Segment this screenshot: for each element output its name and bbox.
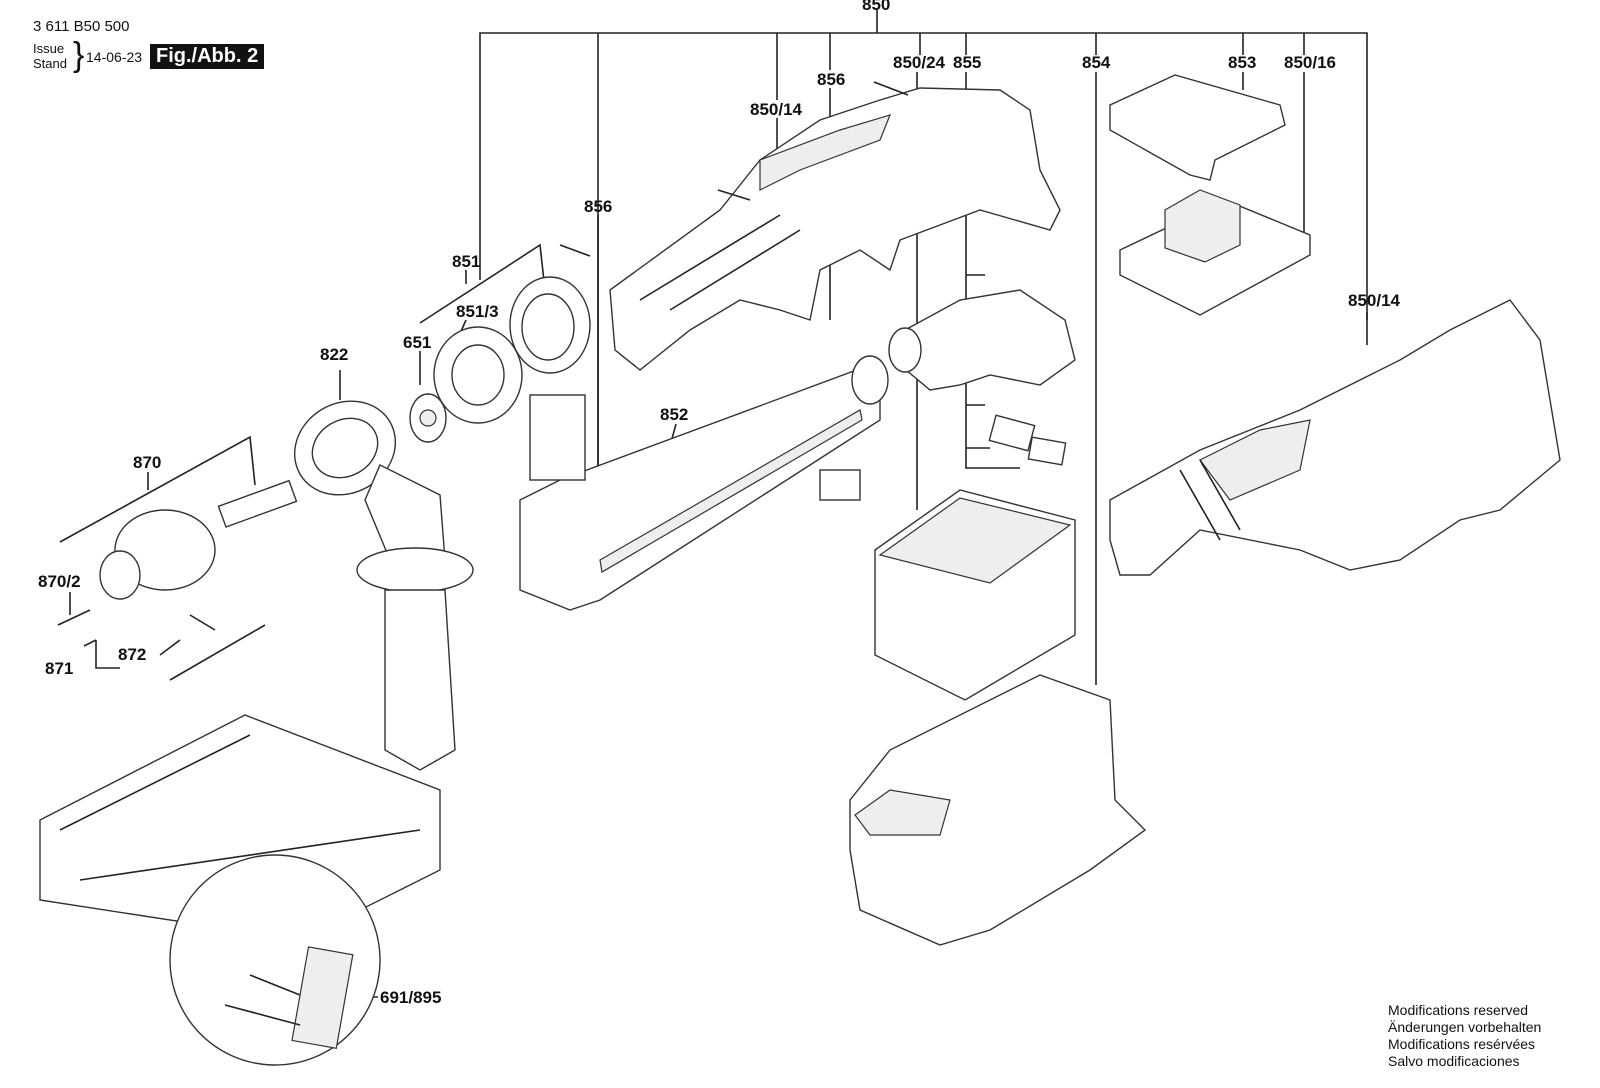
issue-date: 14-06-23 [86,49,143,65]
label-850-16: 850/16 [1284,53,1336,72]
carrying-case [39,714,441,1066]
modifications-notice: Modifications reserved Änderungen vorbeh… [1388,1002,1541,1070]
label-854: 854 [1082,53,1111,72]
label-850-14-right: 850/14 [1348,291,1401,310]
notice-line-de: Änderungen vorbehalten [1388,1019,1542,1035]
label-850-24: 850/24 [893,53,946,72]
label-853: 853 [1228,53,1256,72]
label-651: 651 [403,333,431,352]
label-856-lower: 856 [584,197,612,216]
notice-line-es: Salvo modificaciones [1388,1053,1520,1069]
frame-and-base [1109,74,1311,316]
stand-label: Stand [33,56,67,71]
figure-label: Fig./Abb. 2 [150,44,265,69]
label-872: 872 [118,645,146,664]
issue-label: Issue [33,41,65,56]
label-871: 871 [45,659,73,678]
label-856-upper: 856 [817,70,845,89]
label-870: 870 [133,453,161,472]
brace-glyph: } [73,36,85,74]
label-822: 822 [320,345,348,364]
suction-adapter [409,276,591,481]
label-850-14-upper: 850/14 [750,100,803,119]
dust-container [849,674,1147,946]
label-850: 850 [862,0,890,14]
elbow-connector [888,289,1076,466]
label-691-895: 691/895 [380,988,441,1007]
dust-tube [519,355,889,611]
notice-line-fr: Modifications resérvées [1388,1036,1536,1052]
label-855: 855 [953,53,981,72]
screws [57,81,909,626]
label-870-2: 870/2 [38,572,81,591]
dust-filter [874,489,1076,701]
label-851: 851 [452,252,480,271]
document-number: 3 611 B50 500 [33,18,130,35]
label-851-3: 851/3 [456,302,499,321]
part-labels: 850 850/14 856 850/24 855 854 853 850/16… [38,0,1401,1007]
drill-chuck [99,479,298,681]
notice-line-en: Modifications reserved [1388,1002,1529,1018]
auxiliary-handle [293,400,474,771]
label-852: 852 [660,405,688,424]
housing-half-top [609,87,1061,371]
issue-stand-label: Issue Stand [33,41,67,71]
housing-half-right [1109,299,1561,576]
